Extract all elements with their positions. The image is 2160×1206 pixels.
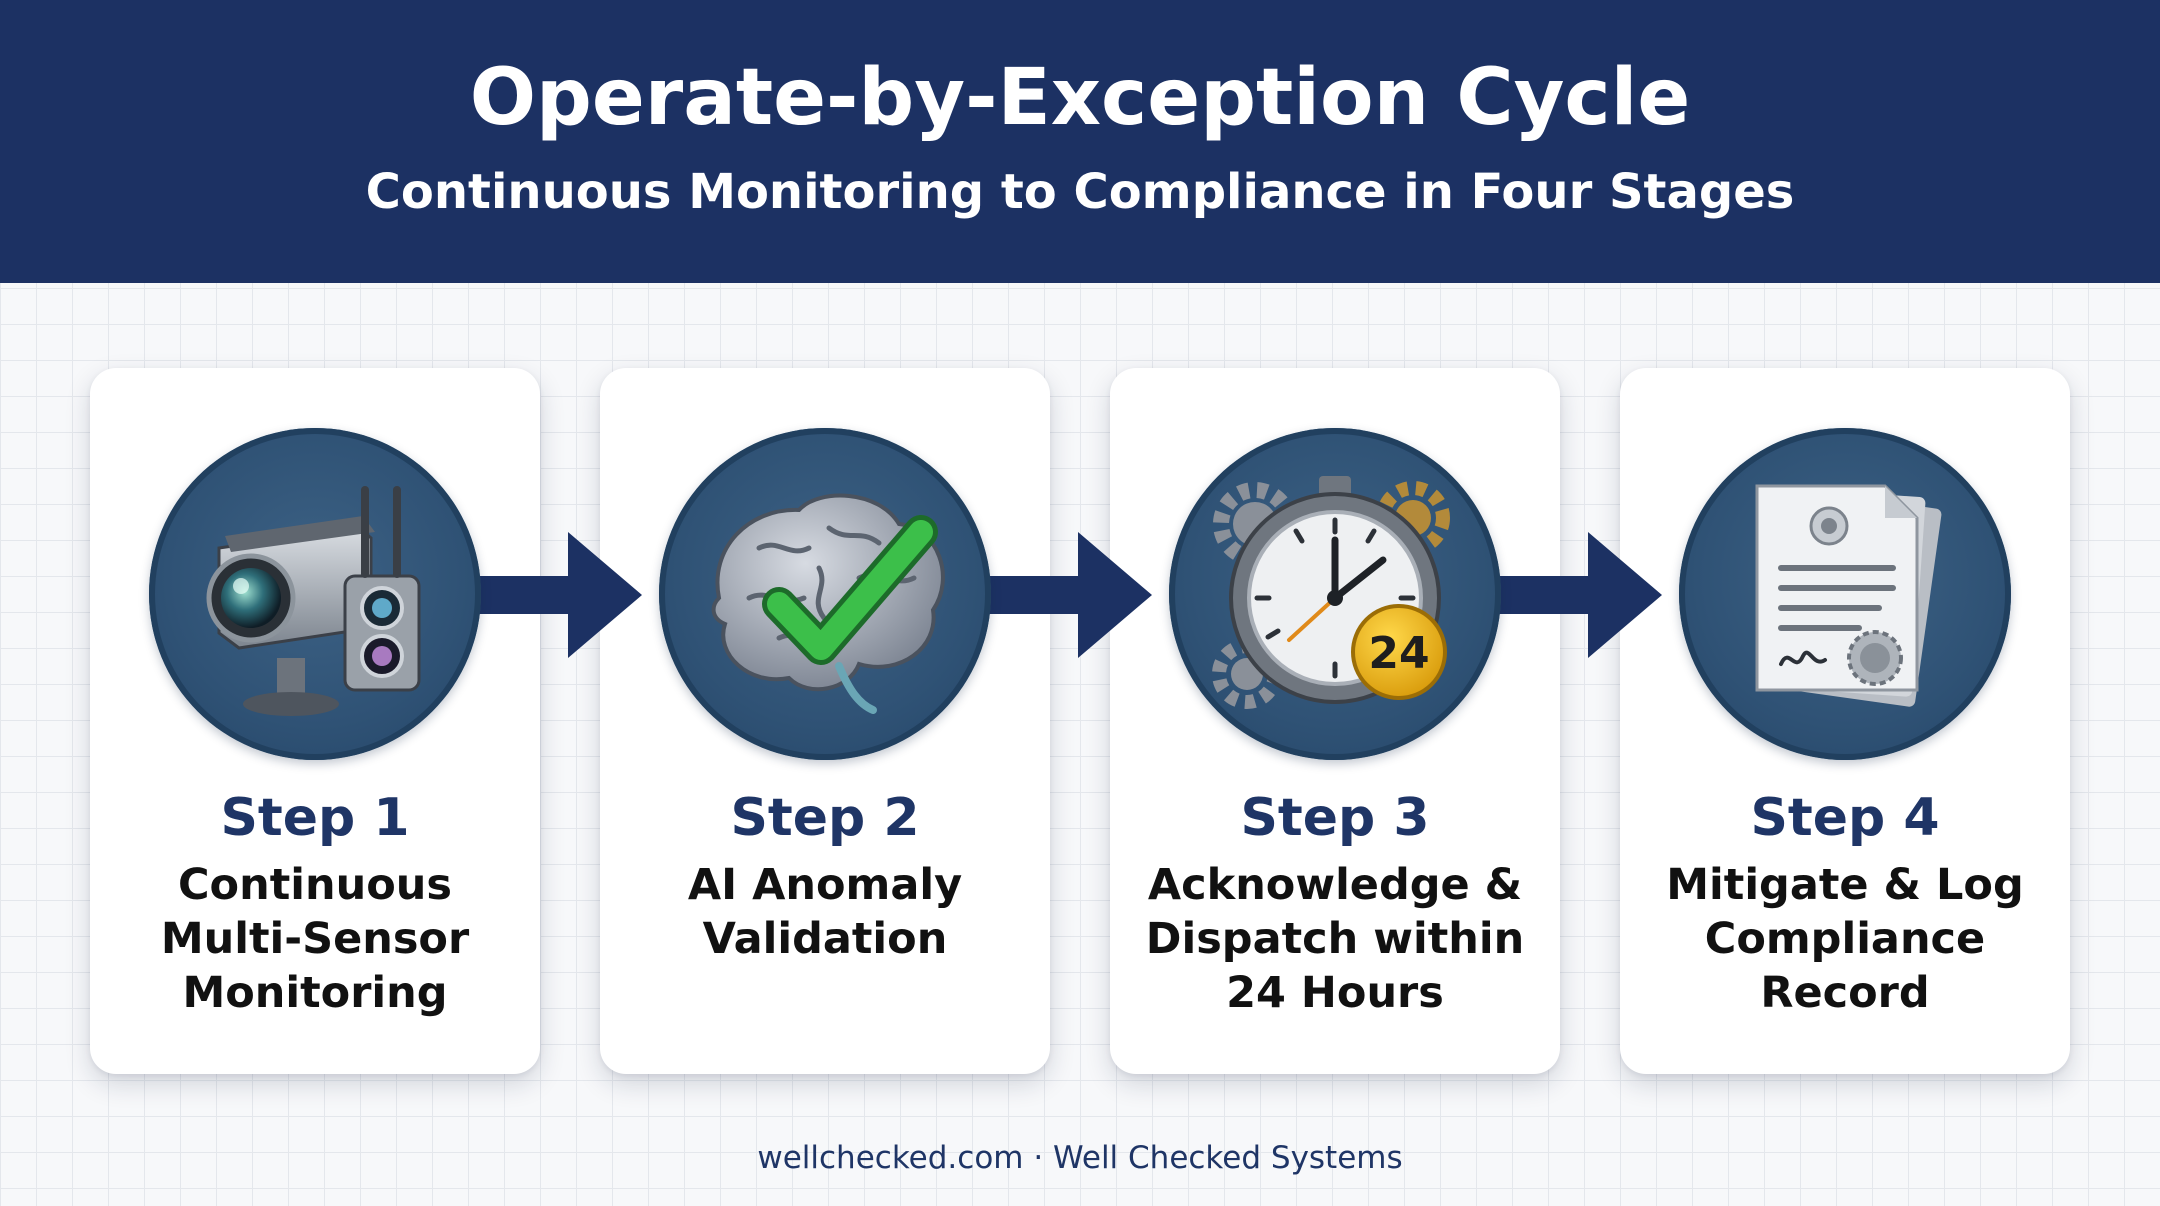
flow-arrow-3-to-4 <box>1492 532 1662 658</box>
certified-documents-icon <box>1755 484 1942 707</box>
step-2-icon-circle <box>659 428 991 760</box>
footer-credit: wellchecked.com · Well Checked Systems <box>757 1140 1403 1176</box>
step-3-description: Acknowledge & Dispatch within 24 Hours <box>1145 860 1525 1018</box>
header-banner: Operate-by-Exception Cycle Continuous Mo… <box>0 0 2160 283</box>
badge-24: 24 <box>1368 628 1429 679</box>
step-3-label: Step 3 <box>1240 788 1430 848</box>
page-title: Operate-by-Exception Cycle <box>469 53 1691 143</box>
step-card-4: Step 4 Mitigate & Log Compliance Record <box>1620 368 2070 1074</box>
step-1-description: Continuous Multi-Sensor Monitoring <box>160 860 470 1018</box>
step-card-1: Step 1 Continuous Multi-Sensor Monitorin… <box>90 368 540 1074</box>
flow-arrow-1-to-2 <box>472 532 642 658</box>
step-4-label: Step 4 <box>1750 788 1940 848</box>
step-1-icon-circle <box>149 428 481 760</box>
step-card-3: 24 Step 3 Acknowledge & Dispatch within … <box>1110 368 1560 1074</box>
brain-checkmark-icon <box>711 493 945 714</box>
step-4-description: Mitigate & Log Compliance Record <box>1666 860 2024 1018</box>
page-subtitle: Continuous Monitoring to Compliance in F… <box>365 164 1795 220</box>
step-card-2: Step 2 AI Anomaly Validation <box>600 368 1050 1074</box>
step-2-description: AI Anomaly Validation <box>687 860 963 964</box>
step-4-icon-circle <box>1679 428 2011 760</box>
flow-arrow-2-to-3 <box>982 532 1152 658</box>
stopwatch-gears-icon: 24 <box>1212 476 1450 709</box>
step-2-label: Step 2 <box>730 788 920 848</box>
step-1-label: Step 1 <box>220 788 410 848</box>
step-3-icon-circle: 24 <box>1169 428 1501 760</box>
security-camera-sensor-icon <box>206 486 421 716</box>
